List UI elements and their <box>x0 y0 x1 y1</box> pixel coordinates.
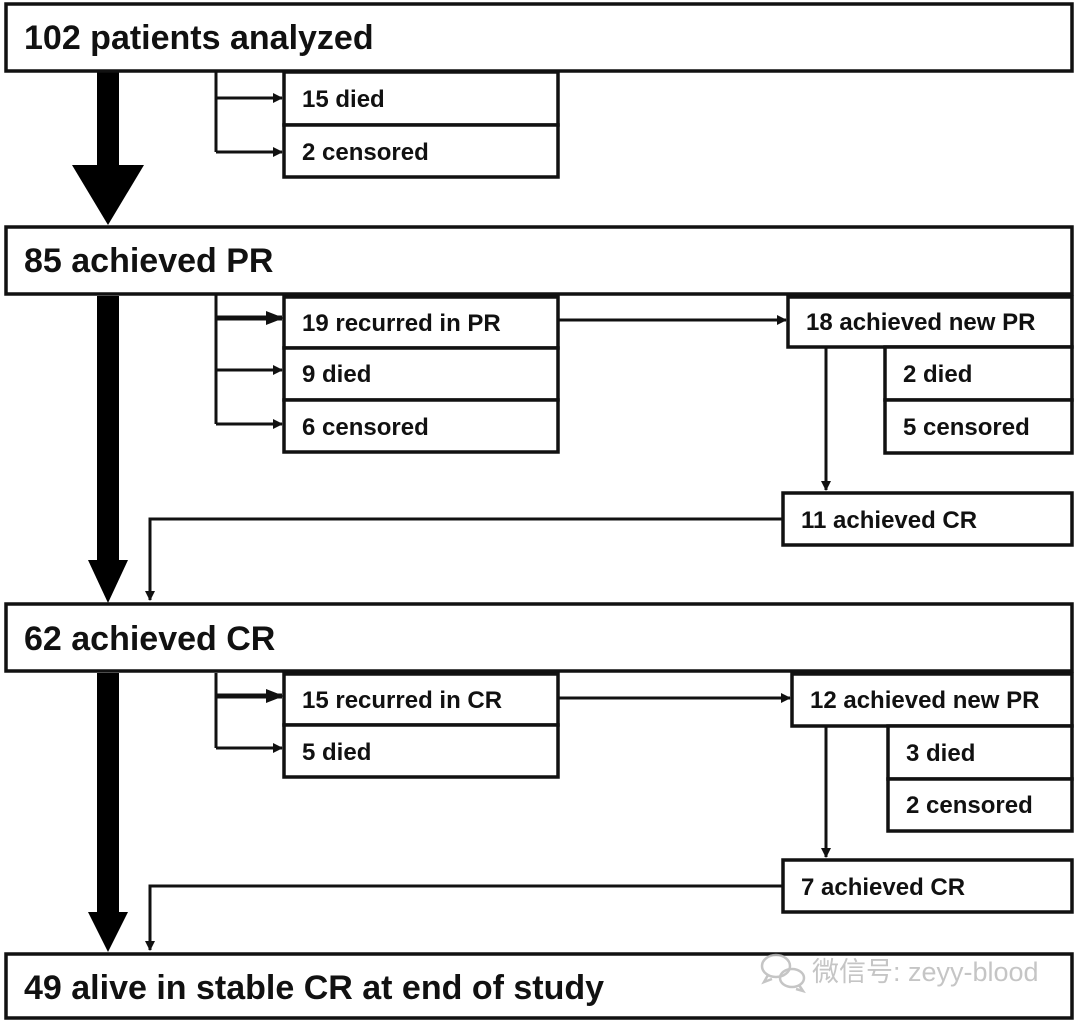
cr-new-pr-label: 12 achieved new PR <box>810 687 1039 714</box>
arrow-cr-achieved-cr-to-end-stage <box>145 884 783 951</box>
pr-died-box: 9 died <box>282 346 560 402</box>
pr-achieved-cr-box: 11 achieved CR <box>781 491 1074 547</box>
pr-died-label: 9 died <box>302 361 371 388</box>
stage-pr-box: 85 achieved PR <box>4 225 1074 296</box>
pr-new-pr-died-label: 2 died <box>903 361 972 388</box>
branch-cr <box>214 673 284 753</box>
cr-recurred-label: 15 recurred in CR <box>302 687 502 714</box>
analyzed-censored-box: 2 censored <box>282 123 560 179</box>
pr-new-pr-box: 18 achieved new PR <box>786 295 1074 349</box>
analyzed-died-box: 15 died <box>282 70 560 127</box>
cr-achieved-cr-box: 7 achieved CR <box>781 858 1074 914</box>
watermark: 微信号: zeyy-blood <box>760 953 1039 994</box>
pr-new-pr-label: 18 achieved new PR <box>806 309 1035 336</box>
main-arrow-pr-to-cr <box>88 296 128 603</box>
pr-achieved-cr-label: 11 achieved CR <box>801 507 977 534</box>
cr-new-pr-died-box: 3 died <box>886 724 1074 781</box>
arrow-pr-achieved-cr-to-cr-stage <box>145 517 783 601</box>
cr-died-box: 5 died <box>282 723 560 779</box>
stage-analyzed-box: 102 patients analyzed <box>4 2 1074 73</box>
stage-end-label: 49 alive in stable CR at end of study <box>24 969 604 1007</box>
main-arrow-cr-to-end <box>88 673 128 952</box>
main-arrow-analyzed-to-pr <box>72 72 144 225</box>
cr-achieved-cr-label: 7 achieved CR <box>801 874 965 901</box>
analyzed-censored-label: 2 censored <box>302 139 429 166</box>
cr-new-pr-box: 12 achieved new PR <box>790 672 1074 728</box>
pr-new-pr-censored-label: 5 censored <box>903 414 1030 441</box>
stage-analyzed-label: 102 patients analyzed <box>24 19 374 57</box>
pr-new-pr-censored-box: 5 censored <box>883 398 1074 455</box>
pr-recurred-label: 19 recurred in PR <box>302 310 501 337</box>
cr-new-pr-censored-label: 2 censored <box>906 792 1033 819</box>
stage-cr-box: 62 achieved CR <box>4 602 1074 673</box>
stage-end-box: 49 alive in stable CR at end of study <box>4 952 1074 1020</box>
cr-new-pr-censored-box: 2 censored <box>886 777 1074 833</box>
cr-recurred-box: 15 recurred in CR <box>282 672 560 727</box>
pr-recurred-box: 19 recurred in PR <box>282 295 560 350</box>
cr-new-pr-died-label: 3 died <box>906 740 975 767</box>
branch-pr <box>214 295 284 429</box>
branch-analyzed <box>214 72 283 157</box>
stage-pr-label: 85 achieved PR <box>24 242 273 280</box>
analyzed-died-label: 15 died <box>302 86 385 113</box>
stage-cr-label: 62 achieved CR <box>24 620 275 658</box>
pr-new-pr-died-box: 2 died <box>883 345 1074 402</box>
cr-died-label: 5 died <box>302 739 371 766</box>
pr-censored-box: 6 censored <box>282 398 560 454</box>
pr-censored-label: 6 censored <box>302 414 429 441</box>
wechat-icon <box>760 953 806 994</box>
watermark-text: 微信号: zeyy-blood <box>812 957 1039 987</box>
